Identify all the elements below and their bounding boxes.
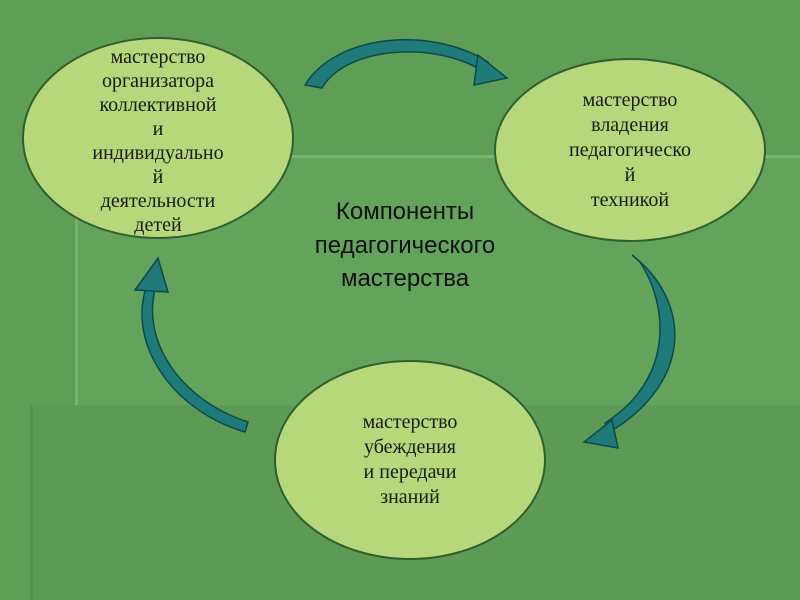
diagram-title: Компоненты педагогического мастерства (314, 198, 496, 293)
node-technique-mastery-label: мастерство владения педагогическо й техн… (569, 88, 691, 211)
node-persuasion-mastery: мастерство убеждения и передачи знаний (274, 360, 546, 560)
node-organizer-mastery-label: мастерство организатора коллективной и и… (92, 46, 224, 236)
node-persuasion-mastery-label: мастерство убеждения и передачи знаний (362, 411, 458, 508)
node-technique-mastery: мастерство владения педагогическо й техн… (494, 58, 766, 242)
node-organizer-mastery: мастерство организатора коллективной и и… (22, 37, 294, 239)
